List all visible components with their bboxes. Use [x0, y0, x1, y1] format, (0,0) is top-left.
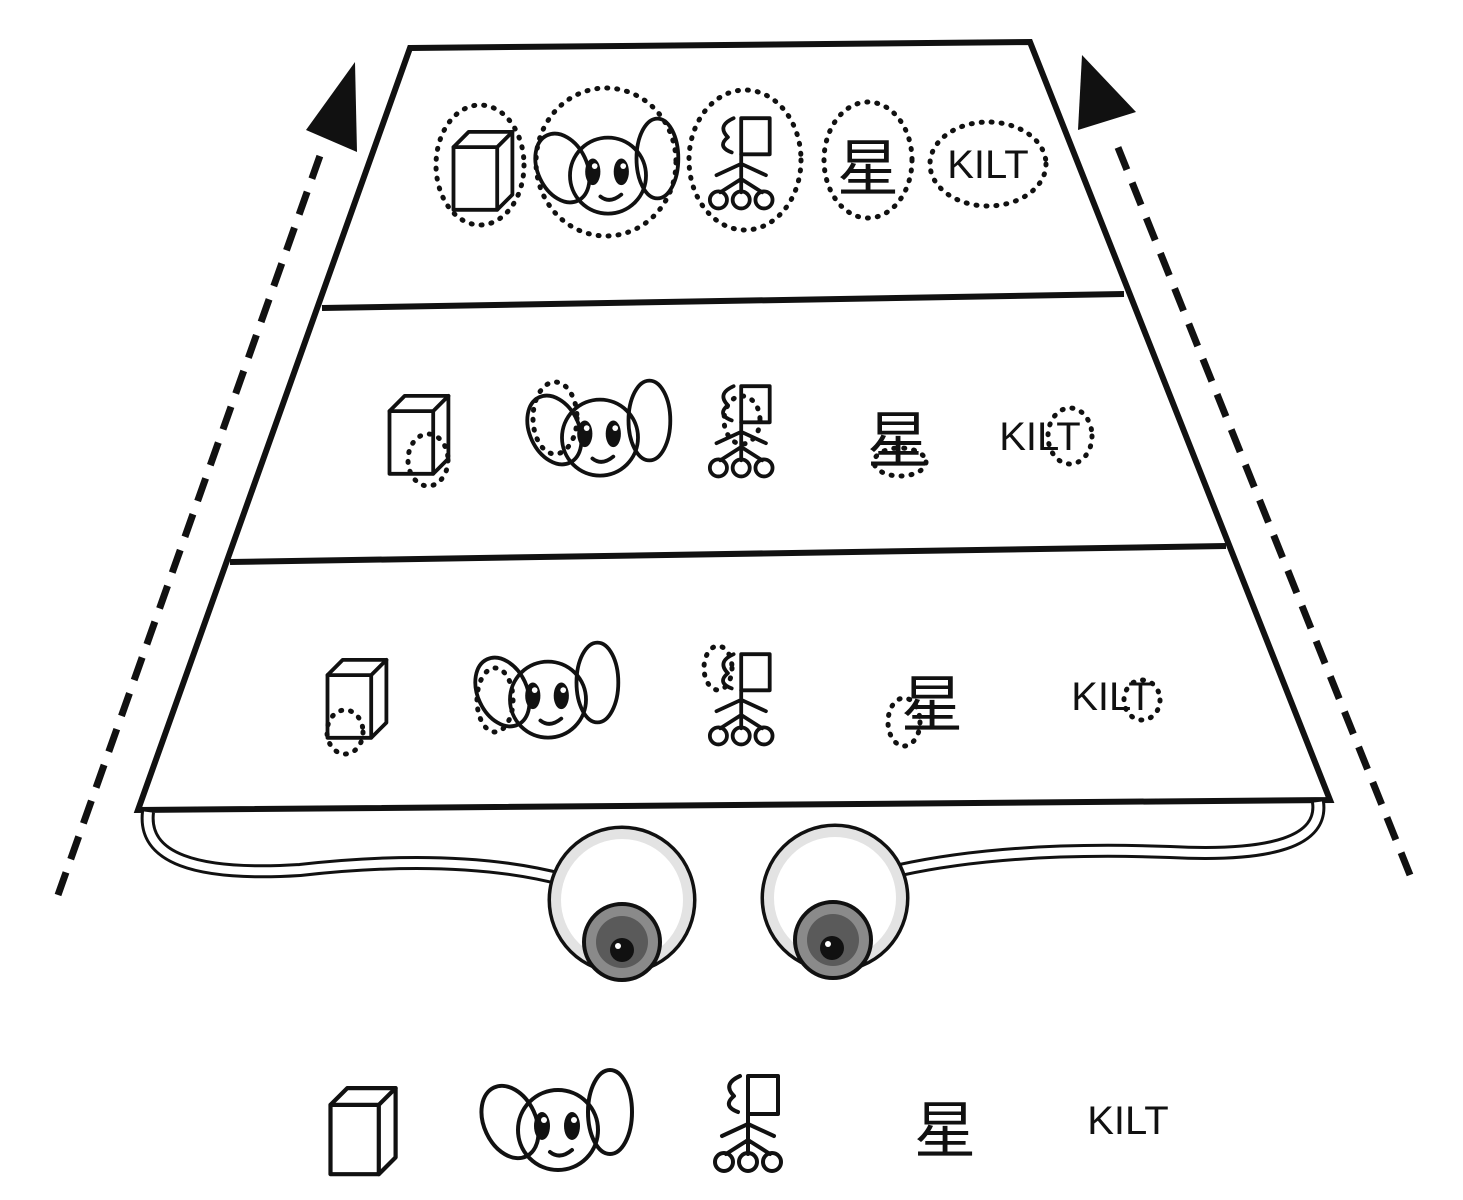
kanji-star: 星	[914, 1094, 976, 1167]
word-kilt: KILT	[999, 415, 1081, 459]
word-kilt: KILT	[1071, 675, 1153, 719]
left-eye-icon	[550, 828, 694, 980]
left-arrowhead-icon	[306, 62, 357, 152]
right-eye-icon	[763, 826, 907, 978]
cartoon-mouse-face-icon	[470, 1070, 632, 1170]
word-kilt: KILT	[947, 143, 1029, 187]
kanji-star: 星	[901, 668, 963, 741]
optic-nerves	[148, 802, 1319, 880]
cube-icon	[331, 1088, 396, 1174]
stimulus-row: 星 KILT	[331, 1070, 1169, 1174]
abstract-pictogram-icon	[715, 1076, 781, 1171]
kanji-star: 星	[837, 132, 899, 205]
right-arrowhead-icon	[1078, 55, 1136, 130]
word-kilt: KILT	[1087, 1099, 1169, 1143]
